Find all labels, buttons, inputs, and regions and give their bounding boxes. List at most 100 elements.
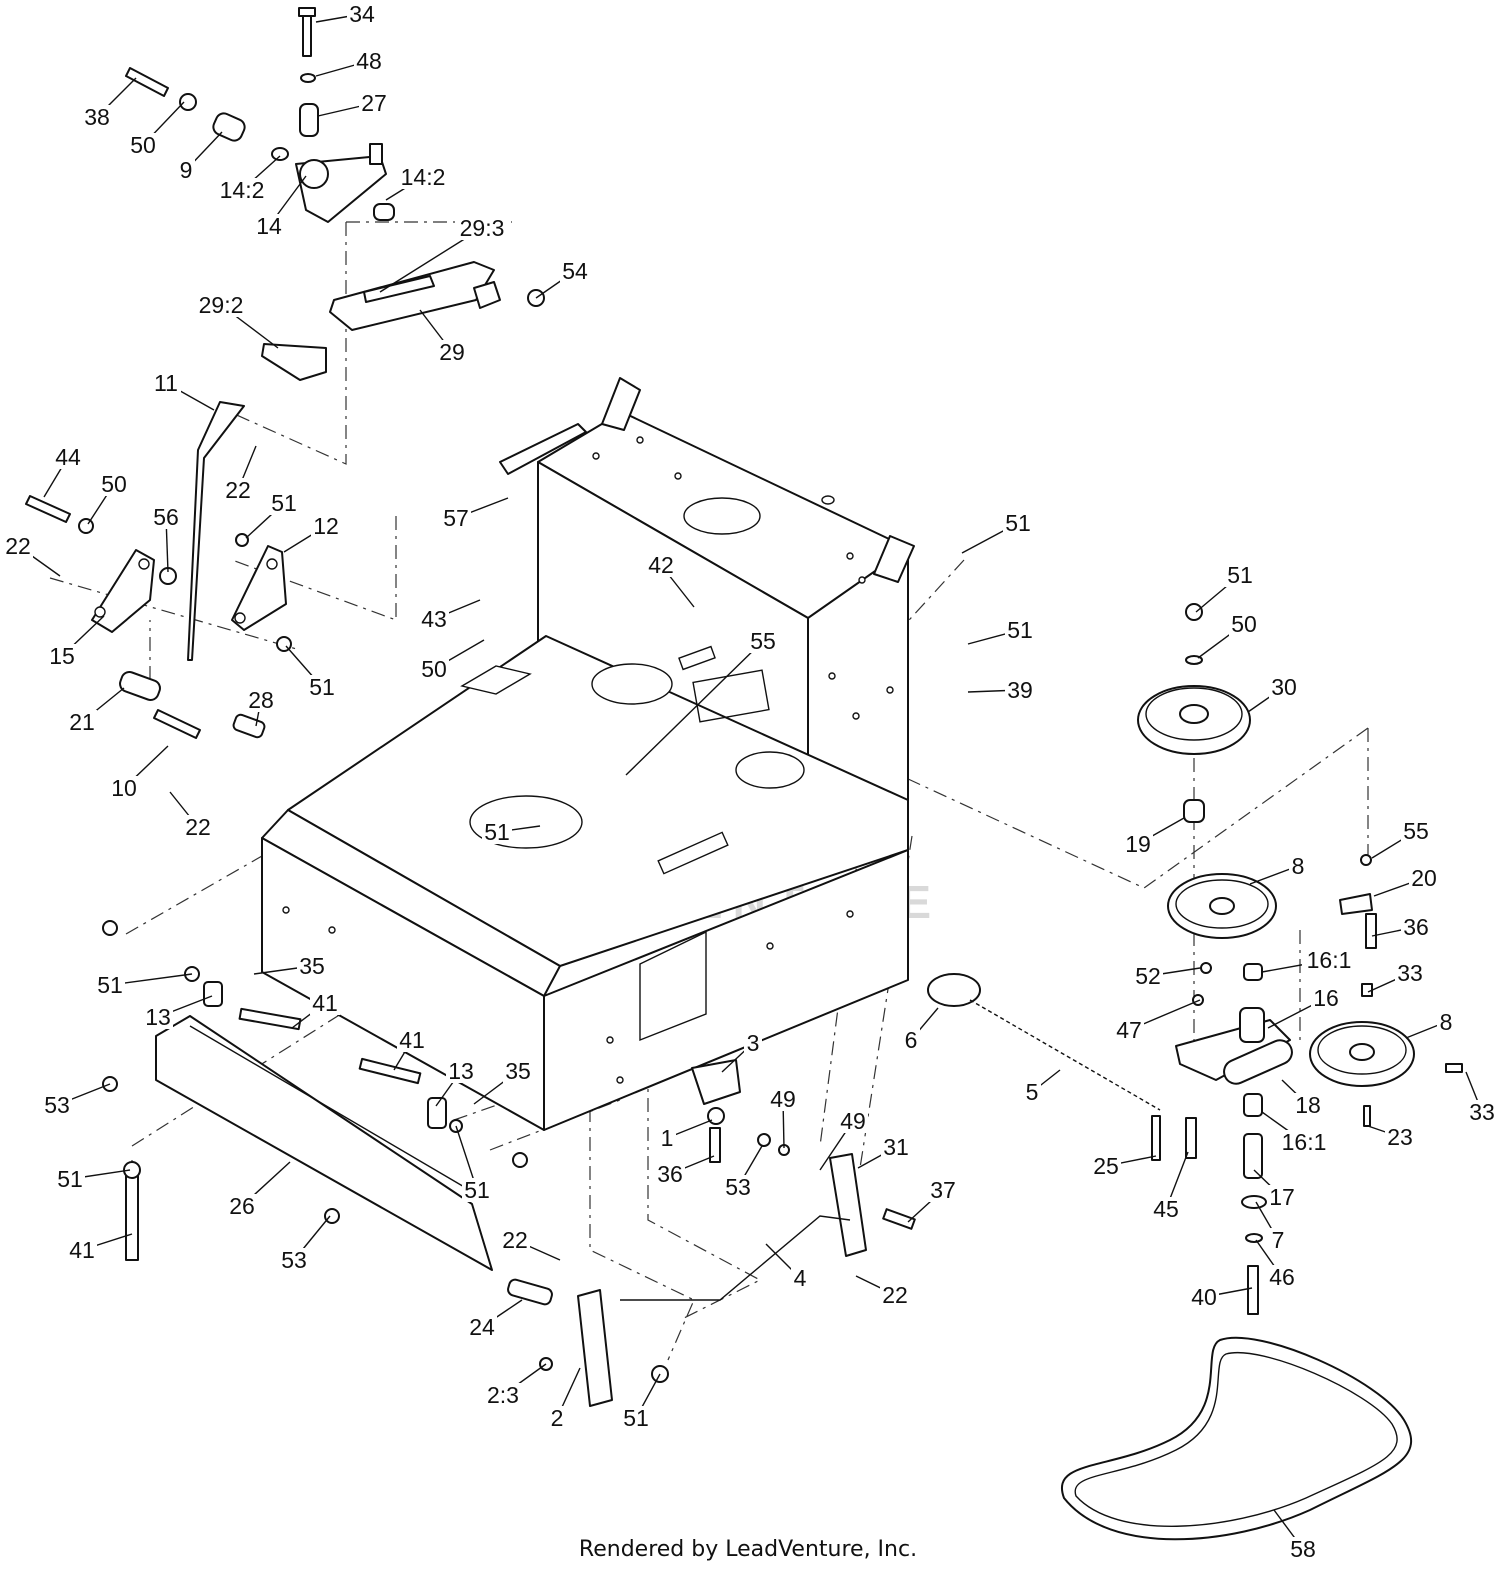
- callout-label: 53: [281, 1247, 307, 1273]
- callout-label: 23: [1387, 1124, 1413, 1150]
- callout-label-backdrop: [1311, 986, 1341, 1010]
- callout-label-backdrop: [503, 1059, 533, 1083]
- callout-label: 16:1: [1282, 1129, 1327, 1155]
- callout-label: 12: [313, 513, 339, 539]
- callout-label: 22: [5, 533, 31, 559]
- callout-label-backdrop: [838, 1109, 868, 1133]
- callout-label-backdrop: [1467, 1100, 1497, 1124]
- callout-label-backdrop: [1229, 612, 1259, 636]
- callout-label: 19: [1125, 831, 1151, 857]
- callout-label-backdrop: [1151, 1197, 1181, 1221]
- callout-label-backdrop: [1385, 1125, 1415, 1149]
- callout-label-backdrop: [1395, 961, 1425, 985]
- callout-label-backdrop: [1289, 854, 1307, 878]
- callout-label-backdrop: [437, 340, 467, 364]
- callout-label-backdrop: [655, 1162, 685, 1186]
- callout-label: 50: [101, 471, 127, 497]
- callout-label-backdrop: [455, 216, 509, 240]
- callout-label-backdrop: [1277, 1130, 1331, 1154]
- callout-label: 39: [1007, 677, 1033, 703]
- callout-label: 58: [1290, 1536, 1316, 1562]
- callout-label: 35: [505, 1058, 531, 1084]
- callout-label: 51: [97, 972, 123, 998]
- callout-label: 54: [562, 258, 588, 284]
- callout-label: 51: [271, 490, 297, 516]
- callout-label: 7: [1272, 1227, 1285, 1253]
- callout-label-backdrop: [82, 105, 112, 129]
- callout-label: 22: [225, 477, 251, 503]
- callout-label-backdrop: [548, 1406, 566, 1430]
- callout-label-backdrop: [1123, 832, 1153, 856]
- callout-label: 31: [883, 1134, 909, 1160]
- callout-label: 49: [770, 1086, 796, 1112]
- callout-label: 51: [464, 1177, 490, 1203]
- callout-label: 14:2: [401, 164, 446, 190]
- callout-label: 46: [1269, 1264, 1295, 1290]
- callout-label: 33: [1397, 960, 1423, 986]
- callout-label-backdrop: [902, 1028, 920, 1052]
- callout-label-backdrop: [397, 1028, 427, 1052]
- left-linkage-assembly: [25, 401, 292, 739]
- callout-label: 52: [1135, 963, 1161, 989]
- callout-label-backdrop: [47, 644, 77, 668]
- callout-label: 29:2: [199, 292, 244, 318]
- callout-label-backdrop: [1023, 1080, 1041, 1104]
- callout-label-backdrop: [1003, 511, 1033, 535]
- callout-label-backdrop: [768, 1087, 798, 1111]
- callout-label: 17: [1269, 1184, 1295, 1210]
- callout-label: 14:2: [220, 177, 265, 203]
- callout-label-backdrop: [482, 820, 512, 844]
- callout-label: 49: [840, 1108, 866, 1134]
- callout-label-backdrop: [928, 1178, 958, 1202]
- callout-label-backdrop: [151, 371, 181, 395]
- callout-label: 47: [1116, 1017, 1142, 1043]
- drive-belt: [1061, 1336, 1413, 1541]
- callout-label-backdrop: [396, 165, 450, 189]
- brake-chain: [927, 973, 1161, 1111]
- callout-label: 22: [882, 1282, 908, 1308]
- callout-leader-line: [625, 640, 764, 776]
- callout-label: 18: [1295, 1092, 1321, 1118]
- callout-label: 25: [1093, 1153, 1119, 1179]
- callout-label-backdrop: [880, 1283, 910, 1307]
- callout-label: 1: [661, 1125, 674, 1151]
- callout-label-backdrop: [1302, 948, 1356, 972]
- callout-label-backdrop: [560, 259, 590, 283]
- callout-label: 36: [657, 1161, 683, 1187]
- callout-label: 51: [309, 674, 335, 700]
- callout-label: 55: [1403, 818, 1429, 844]
- callout-label-backdrop: [246, 688, 276, 712]
- callout-label: 51: [57, 1166, 83, 1192]
- callout-label-backdrop: [42, 1093, 72, 1117]
- callout-label-backdrop: [95, 973, 125, 997]
- callout-label-backdrop: [109, 776, 139, 800]
- callout-label-backdrop: [1401, 819, 1431, 843]
- callout-label-backdrop: [1267, 1185, 1297, 1209]
- callout-label-backdrop: [419, 657, 449, 681]
- callout-label: 36: [1403, 914, 1429, 940]
- callout-label-backdrop: [311, 514, 341, 538]
- callout-label: 22: [502, 1227, 528, 1253]
- callout-label-backdrop: [55, 1167, 85, 1191]
- callout-label-backdrop: [269, 491, 299, 515]
- callout-label: 10: [111, 775, 137, 801]
- callout-label-backdrop: [128, 133, 158, 157]
- callout-label-backdrop: [881, 1135, 911, 1159]
- callout-label-backdrop: [151, 505, 181, 529]
- callout-label-backdrop: [307, 675, 337, 699]
- callout-label: 30: [1271, 674, 1297, 700]
- callout-label: 41: [399, 1027, 425, 1053]
- callout-label-backdrop: [177, 158, 195, 182]
- callout-label: 50: [1231, 611, 1257, 637]
- callout-label: 20: [1411, 865, 1437, 891]
- callout-label-backdrop: [1133, 964, 1163, 988]
- callout-label: 55: [750, 628, 776, 654]
- callout-label-backdrop: [3, 534, 33, 558]
- callout-label-backdrop: [1293, 1093, 1323, 1117]
- callout-label: 5: [1026, 1079, 1039, 1105]
- callout-label-backdrop: [748, 629, 778, 653]
- callout-label: 13: [145, 1004, 171, 1030]
- callout-label-backdrop: [223, 478, 253, 502]
- control-bracket-assembly: [125, 7, 545, 381]
